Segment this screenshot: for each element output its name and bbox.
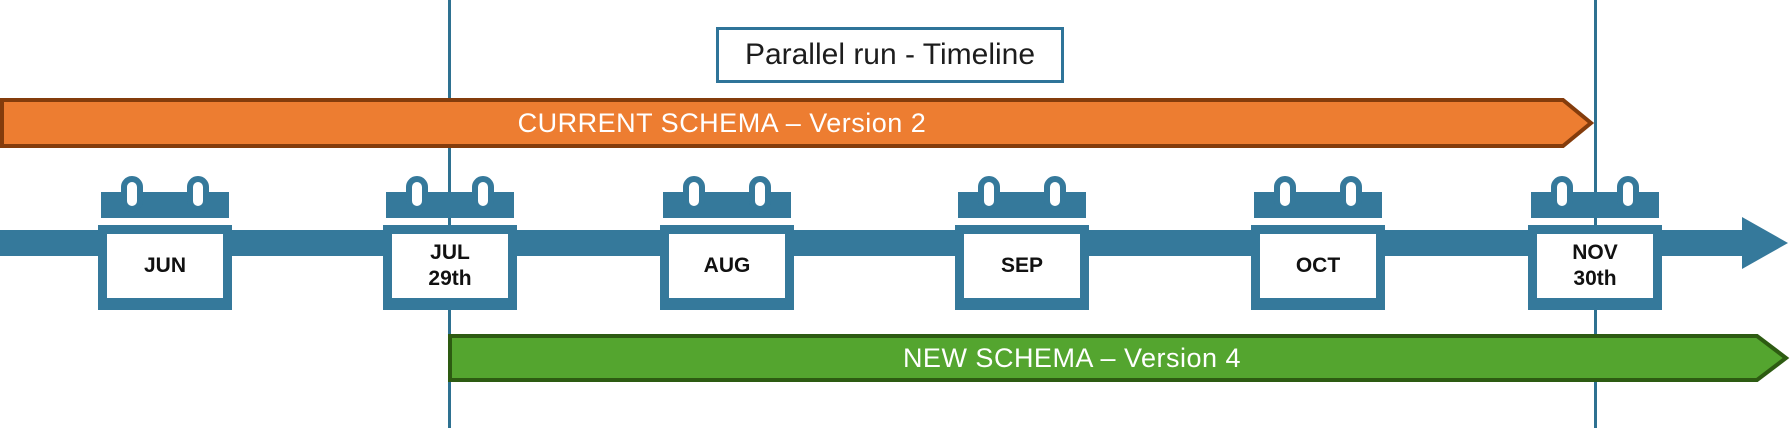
calendar-ring-icon — [406, 176, 428, 212]
calendar-ring-icon — [1044, 176, 1066, 212]
calendar-label-line: JUL — [430, 241, 470, 264]
calendar-label-line: AUG — [703, 254, 751, 277]
calendar-label-line: JUN — [143, 254, 186, 277]
calendar-label: JUN — [107, 234, 223, 298]
calendar-label: AUG — [669, 234, 785, 298]
calendar-nov-30: NOV 30th — [1528, 176, 1662, 310]
calendar-body: NOV 30th — [1528, 225, 1662, 310]
calendar-label: NOV 30th — [1537, 234, 1653, 298]
calendar-body: SEP — [955, 225, 1089, 310]
title-box: Parallel run - Timeline — [716, 27, 1064, 83]
calendar-label: OCT — [1260, 234, 1376, 298]
calendar-ring-icon — [1551, 176, 1573, 212]
timeline-arrowhead-icon — [1742, 217, 1788, 269]
calendar-jun: JUN — [98, 176, 232, 310]
current-schema-label: CURRENT SCHEMA – Version 2 — [517, 107, 927, 138]
calendar-ring-icon — [472, 176, 494, 212]
current-schema-arrow — [0, 98, 1595, 148]
timeline-band — [0, 230, 1746, 256]
calendar-body: JUL 29th — [383, 225, 517, 310]
calendar-sep: SEP — [955, 176, 1089, 310]
calendar-label: JUL 29th — [392, 234, 508, 298]
calendar-ring-icon — [1274, 176, 1296, 212]
calendar-ring-icon — [1617, 176, 1639, 212]
calendar-label-line: 29th — [428, 267, 472, 290]
calendar-body: OCT — [1251, 225, 1385, 310]
calendar-label-line: OCT — [1295, 254, 1341, 277]
calendar-label: SEP — [964, 234, 1080, 298]
calendar-body: JUN — [98, 225, 232, 310]
calendar-ring-icon — [187, 176, 209, 212]
calendar-oct: OCT — [1251, 176, 1385, 310]
calendar-ring-icon — [749, 176, 771, 212]
calendar-ring-icon — [1340, 176, 1362, 212]
page-title: Parallel run - Timeline — [744, 38, 1036, 71]
calendar-label-line: SEP — [1000, 254, 1044, 277]
calendar-jul-29: JUL 29th — [383, 176, 517, 310]
calendar-aug: AUG — [660, 176, 794, 310]
calendar-ring-icon — [683, 176, 705, 212]
calendar-label-line: NOV — [1572, 241, 1618, 264]
new-schema-arrow — [448, 334, 1790, 382]
calendar-ring-icon — [978, 176, 1000, 212]
calendar-ring-icon — [121, 176, 143, 212]
new-schema-label: NEW SCHEMA – Version 4 — [902, 342, 1242, 373]
calendar-label-line: 30th — [1573, 267, 1617, 290]
calendar-body: AUG — [660, 225, 794, 310]
